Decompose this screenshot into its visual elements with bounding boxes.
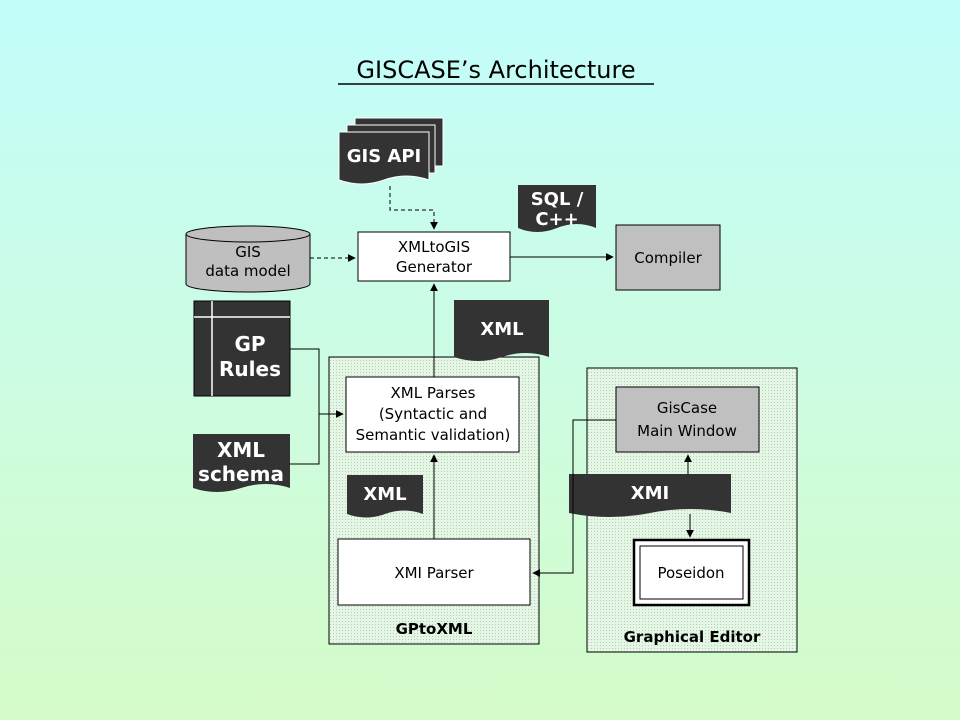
gis-data-model-line2: data model — [205, 262, 290, 280]
arrow-main-window-to-xmi-parser — [532, 419, 616, 577]
gis-data-model-line1: GIS — [235, 243, 261, 261]
rules-schema-bracket — [290, 348, 320, 465]
graphical-editor-label: Graphical Editor — [624, 628, 761, 646]
xmltogis-generator-box: XMLtoGIS Generator — [357, 231, 511, 282]
xml-top-label: XML — [480, 319, 523, 340]
gis-data-model-database: GIS data model — [185, 225, 311, 293]
gis-api-label: GIS API — [347, 146, 422, 167]
xml-schema-document: XML schema — [193, 434, 290, 492]
xml-parses-line2: (Syntactic and — [379, 405, 487, 423]
gp-rules-table: GP Rules — [193, 300, 291, 397]
xmi-label: XMI — [631, 483, 670, 504]
gis-api-document: GIS API — [338, 117, 444, 185]
gp-rules-line1: GP — [234, 332, 265, 356]
xml-document-top: XML — [454, 300, 549, 361]
xml-document-mid: XML — [347, 475, 423, 518]
xml-parses-line1: XML Parses — [391, 384, 476, 402]
compiler-box: Compiler — [615, 224, 721, 291]
xmltogis-line2: Generator — [396, 258, 473, 276]
poseidon-label: Poseidon — [657, 564, 724, 582]
xmi-parser-label: XMI Parser — [394, 564, 474, 582]
xml-mid-label: XML — [363, 484, 406, 505]
cpp-label: C++ — [535, 209, 578, 230]
compiler-label: Compiler — [634, 249, 702, 267]
xmi-parser-box: XMI Parser — [337, 538, 531, 606]
diagram-title: GISCASE’s Architecture — [356, 56, 635, 84]
sql-label: SQL / — [531, 189, 584, 210]
connectors — [290, 186, 694, 577]
arrow-gis-api-to-generator — [389, 186, 438, 230]
giscase-main-window-box: GisCase Main Window — [615, 386, 760, 453]
giscase-line2: Main Window — [637, 422, 737, 440]
giscase-line1: GisCase — [657, 399, 717, 417]
poseidon-box: Poseidon — [632, 538, 751, 607]
xmi-document: XMI — [569, 474, 731, 517]
xml-schema-line2: schema — [198, 462, 284, 486]
xml-parses-line3: Semantic validation) — [356, 426, 511, 444]
xml-parses-box: XML Parses (Syntactic and Semantic valid… — [345, 376, 520, 453]
gptoxml-label: GPtoXML — [396, 620, 473, 638]
xml-schema-line1: XML — [217, 438, 265, 462]
sql-cpp-document: SQL / C++ — [518, 185, 596, 232]
xmltogis-line1: XMLtoGIS — [398, 238, 470, 256]
gp-rules-line2: Rules — [219, 357, 281, 381]
